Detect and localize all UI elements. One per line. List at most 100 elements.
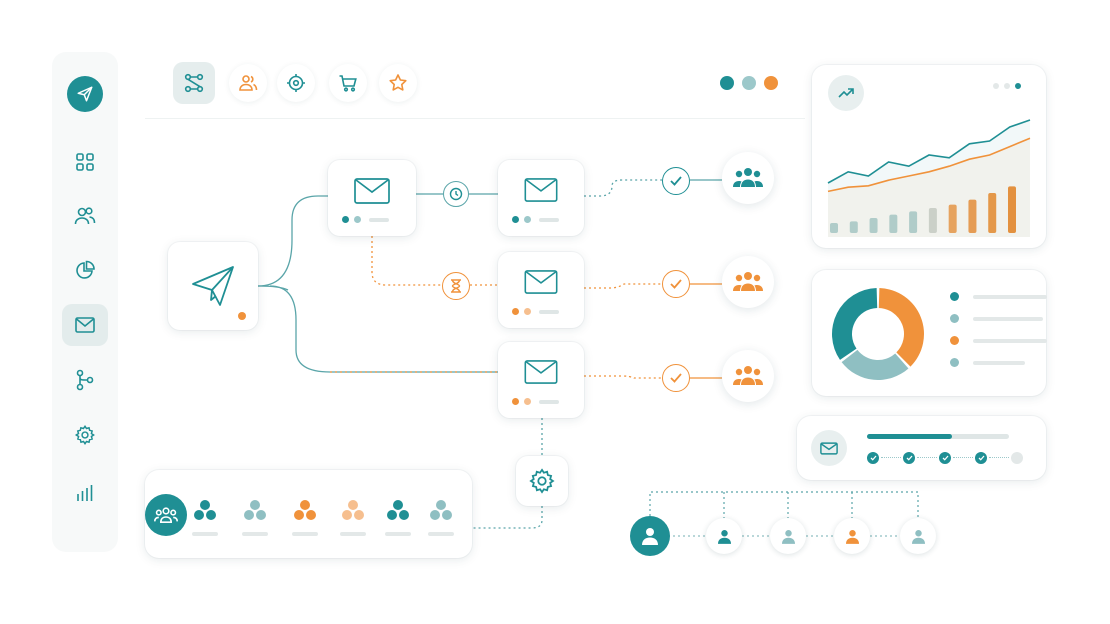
segment-label-line: [340, 532, 366, 536]
group-icon: [733, 168, 763, 187]
window-dot-teal[interactable]: [720, 76, 734, 90]
mail-icon: [524, 360, 558, 384]
star-icon: [389, 74, 407, 91]
legend-item: [950, 292, 1047, 301]
email-node-1[interactable]: [328, 160, 416, 236]
audience-group-3[interactable]: [722, 350, 774, 402]
node-status: [512, 398, 559, 405]
segment-icon: [342, 500, 364, 520]
check-icon: [670, 279, 682, 289]
email-node-2[interactable]: [498, 160, 584, 236]
org-child-avatar[interactable]: [770, 518, 806, 554]
window-dot-light[interactable]: [742, 76, 756, 90]
series-line: [827, 119, 1031, 184]
step-done: [975, 452, 987, 464]
segment-icon: [430, 500, 452, 520]
automation-settings-node[interactable]: [516, 456, 568, 506]
segment-icon: [194, 500, 216, 520]
sidebar-item-reports[interactable]: [62, 472, 108, 514]
campaign-source-node[interactable]: [168, 242, 258, 330]
legend-item: [950, 336, 1047, 345]
bar-mark: [869, 218, 878, 233]
segment-label-line: [242, 532, 268, 536]
window-dot-orange[interactable]: [764, 76, 778, 90]
step-done: [867, 452, 879, 464]
step-connector: [917, 457, 937, 458]
bar-mark: [889, 214, 898, 233]
workflow-icon: [184, 73, 204, 93]
audience-group-2[interactable]: [722, 256, 774, 308]
legend-line: [973, 294, 1047, 299]
group-icon: [733, 272, 763, 291]
tab-audience[interactable]: [229, 64, 267, 102]
check-icon: [670, 176, 682, 186]
app-logo[interactable]: [67, 76, 103, 112]
node-status: [512, 216, 559, 223]
tab-commerce[interactable]: [329, 64, 367, 102]
legend-line: [973, 360, 1025, 365]
mail-icon: [75, 317, 95, 333]
donut-slice: [878, 288, 924, 367]
donut-slice: [841, 349, 909, 380]
tab-favorites[interactable]: [379, 64, 417, 102]
step-done: [939, 452, 951, 464]
hourglass-icon: [451, 279, 461, 293]
segment-label-line: [385, 532, 411, 536]
sidebar-item-email[interactable]: [62, 304, 108, 346]
sidebar-item-flows[interactable]: [62, 359, 108, 401]
combo-chart: [827, 119, 1031, 237]
email-node-4[interactable]: [498, 342, 584, 418]
org-child-avatar[interactable]: [900, 518, 936, 554]
sidebar-item-analytics[interactable]: [62, 249, 108, 291]
check-node-3[interactable]: [662, 364, 690, 392]
sidebar-item-users[interactable]: [62, 195, 108, 237]
check-node-1[interactable]: [662, 167, 690, 195]
check-node-2[interactable]: [662, 270, 690, 298]
tab-targeting[interactable]: [277, 64, 315, 102]
check-icon: [670, 373, 682, 383]
email-node-3[interactable]: [498, 252, 584, 328]
org-child-avatar[interactable]: [834, 518, 870, 554]
org-root-avatar[interactable]: [630, 516, 670, 556]
segment-item[interactable]: [382, 498, 414, 540]
segment-item[interactable]: [189, 498, 221, 540]
group-icon: [154, 507, 178, 523]
branch-icon: [76, 369, 94, 391]
check-icon: [906, 455, 912, 461]
legend-line: [973, 316, 1043, 321]
bar-mark: [830, 223, 838, 233]
card-menu-dots[interactable]: [993, 83, 1021, 89]
segment-item[interactable]: [425, 498, 457, 540]
node-status: [342, 216, 389, 223]
segment-item[interactable]: [289, 498, 321, 540]
wait-timer-node[interactable]: [442, 272, 470, 300]
delay-timer-node[interactable]: [443, 181, 469, 207]
cart-icon: [339, 75, 357, 92]
group-icon: [733, 366, 763, 385]
segment-icon: [294, 500, 316, 520]
audience-segments-panel: [145, 470, 472, 558]
gear-icon: [529, 468, 555, 494]
audience-group-1[interactable]: [722, 152, 774, 204]
trend-up-icon: [838, 88, 854, 98]
segment-item[interactable]: [337, 498, 369, 540]
trend-badge[interactable]: [828, 75, 864, 111]
mail-badge[interactable]: [811, 430, 847, 466]
bar-mark: [988, 193, 997, 233]
bar-chart-icon: [77, 485, 93, 501]
legend-swatch: [950, 358, 959, 367]
person-icon: [845, 529, 859, 544]
segments-button[interactable]: [145, 494, 187, 536]
org-child-avatar[interactable]: [706, 518, 742, 554]
sidebar-item-settings[interactable]: [62, 414, 108, 456]
distribution-card: [812, 270, 1047, 396]
delivery-progress-card: [797, 416, 1046, 480]
tab-workflow[interactable]: [173, 62, 215, 104]
person-icon: [642, 528, 658, 545]
step-connector: [989, 457, 1009, 458]
legend-swatch: [950, 292, 959, 301]
donut-chart: [832, 288, 924, 380]
sidebar-item-dashboard[interactable]: [62, 141, 108, 183]
segment-item[interactable]: [239, 498, 271, 540]
segment-label-line: [192, 532, 218, 536]
